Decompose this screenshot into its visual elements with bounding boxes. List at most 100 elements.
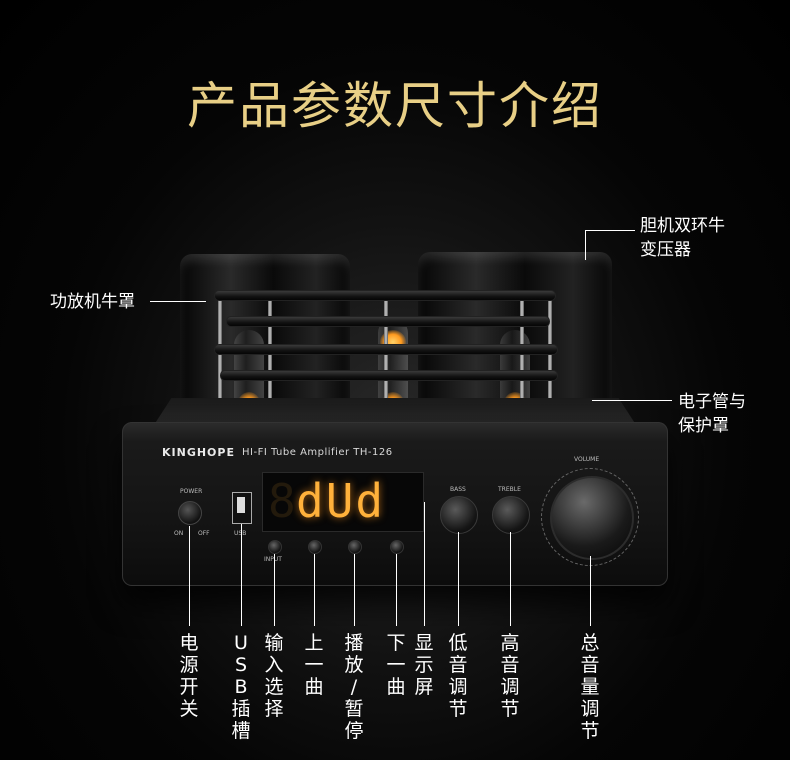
vertical-text: 高音调节 — [498, 632, 522, 720]
leader-display — [424, 502, 425, 626]
usb-port-icon — [237, 497, 245, 513]
vertical-char: 低 — [448, 632, 468, 654]
vertical-char: 曲 — [304, 676, 324, 698]
bass-label: BASS — [450, 486, 466, 493]
callout-line-shield — [150, 301, 206, 302]
vertical-text: 下一曲 — [384, 632, 408, 698]
vertical-char: 开 — [179, 676, 199, 698]
vertical-char: 一 — [304, 654, 324, 676]
label-power-switch: 电源开关 — [177, 632, 201, 720]
callout-shield: 功放机牛罩 — [50, 292, 135, 312]
vertical-char: 关 — [179, 698, 199, 720]
off-label: OFF — [198, 530, 210, 537]
callout-transformer-line1: 胆机双环牛 — [640, 216, 725, 236]
callout-line-transformer-v — [585, 230, 586, 260]
vertical-char: 入 — [264, 654, 284, 676]
input-label: INPUT — [264, 556, 282, 563]
vertical-char: 择 — [264, 698, 284, 720]
vertical-char: U — [234, 632, 248, 654]
previous-track-button[interactable] — [308, 540, 322, 554]
vertical-text: 低音调节 — [446, 632, 470, 720]
vertical-text: 电源开关 — [177, 632, 201, 720]
vertical-char: 音 — [448, 654, 468, 676]
vertical-char: 音 — [580, 654, 600, 676]
bass-knob[interactable] — [440, 496, 478, 534]
vertical-char: 选 — [264, 676, 284, 698]
vertical-char: 暂 — [344, 698, 364, 720]
vertical-char: 电 — [179, 632, 199, 654]
vertical-char: 示 — [414, 654, 434, 676]
support-rod — [268, 296, 272, 422]
vertical-char: 槽 — [231, 720, 251, 742]
vertical-char: 输 — [264, 632, 284, 654]
volume-knob[interactable] — [550, 476, 634, 560]
vertical-char: 播 — [344, 632, 364, 654]
label-play-pause: 播放/暂停 — [342, 632, 366, 742]
vertical-char: 音 — [500, 654, 520, 676]
vertical-char: B — [234, 676, 248, 698]
left-transformer-cover — [180, 254, 350, 422]
support-rod — [520, 296, 524, 422]
play-pause-button[interactable] — [348, 540, 362, 554]
label-previous-track: 上一曲 — [302, 632, 326, 698]
vertical-char: 量 — [580, 676, 600, 698]
volume-label: VOLUME — [574, 456, 600, 463]
page-title: 产品参数尺寸介绍 — [187, 77, 603, 135]
vertical-char: 显 — [414, 632, 434, 654]
vertical-char: 停 — [344, 720, 364, 742]
vertical-char: 节 — [448, 698, 468, 720]
treble-knob[interactable] — [492, 496, 530, 534]
leader-next — [396, 554, 397, 626]
display-readout: dUd — [296, 474, 386, 528]
vertical-char: 下 — [386, 632, 406, 654]
power-button[interactable] — [178, 501, 202, 525]
leader-volume — [590, 556, 591, 626]
vertical-char: S — [234, 654, 248, 676]
leader-treble — [510, 532, 511, 626]
vertical-char: 放 — [344, 654, 364, 676]
vertical-text: 输入选择 — [262, 632, 286, 720]
display-screen — [262, 472, 424, 532]
vertical-char: 曲 — [386, 676, 406, 698]
display-ghost-digit: 8 — [268, 474, 296, 528]
power-label: POWER — [180, 488, 203, 495]
vertical-char: 源 — [179, 654, 199, 676]
vertical-text: 播放/暂停 — [342, 632, 366, 742]
tube-guard-plate — [214, 290, 556, 301]
model-label: HI-FI Tube Amplifier TH-126 — [242, 447, 393, 458]
vertical-char: / — [350, 676, 358, 698]
vertical-char: 屏 — [414, 676, 434, 698]
brand-logo: KINGHOPE — [162, 446, 235, 459]
usb-label: USB — [234, 530, 246, 537]
leader-input — [274, 554, 275, 626]
on-label: ON — [174, 530, 184, 537]
label-next-track: 下一曲 — [384, 632, 408, 698]
input-select-button[interactable] — [268, 540, 282, 554]
label-bass-adjust: 低音调节 — [446, 632, 470, 720]
leader-prev — [314, 554, 315, 626]
vertical-char: 节 — [500, 698, 520, 720]
vertical-char: 总 — [580, 632, 600, 654]
vertical-char: 调 — [448, 676, 468, 698]
callout-transformer-line2: 变压器 — [640, 240, 691, 260]
vertical-char: 上 — [304, 632, 324, 654]
label-treble-adjust: 高音调节 — [498, 632, 522, 720]
tube-guard-plate — [220, 370, 558, 381]
tube-guard-plate — [214, 344, 558, 355]
support-rod — [548, 296, 552, 422]
callout-tube-line1: 电子管与 — [678, 392, 746, 412]
label-input-select: 输入选择 — [262, 632, 286, 720]
support-rod — [384, 296, 388, 422]
label-volume-adjust: 总音量调节 — [578, 632, 602, 742]
vertical-char: 调 — [580, 698, 600, 720]
label-display-screen: 显示屏 — [412, 632, 436, 698]
next-track-button[interactable] — [390, 540, 404, 554]
vertical-text: 总音量调节 — [578, 632, 602, 742]
tube-guard-plate — [226, 316, 550, 327]
vertical-char: 节 — [580, 720, 600, 742]
vertical-text: 显示屏 — [412, 632, 436, 698]
leader-bass — [458, 532, 459, 626]
callout-tube-line2: 保护罩 — [678, 416, 729, 436]
